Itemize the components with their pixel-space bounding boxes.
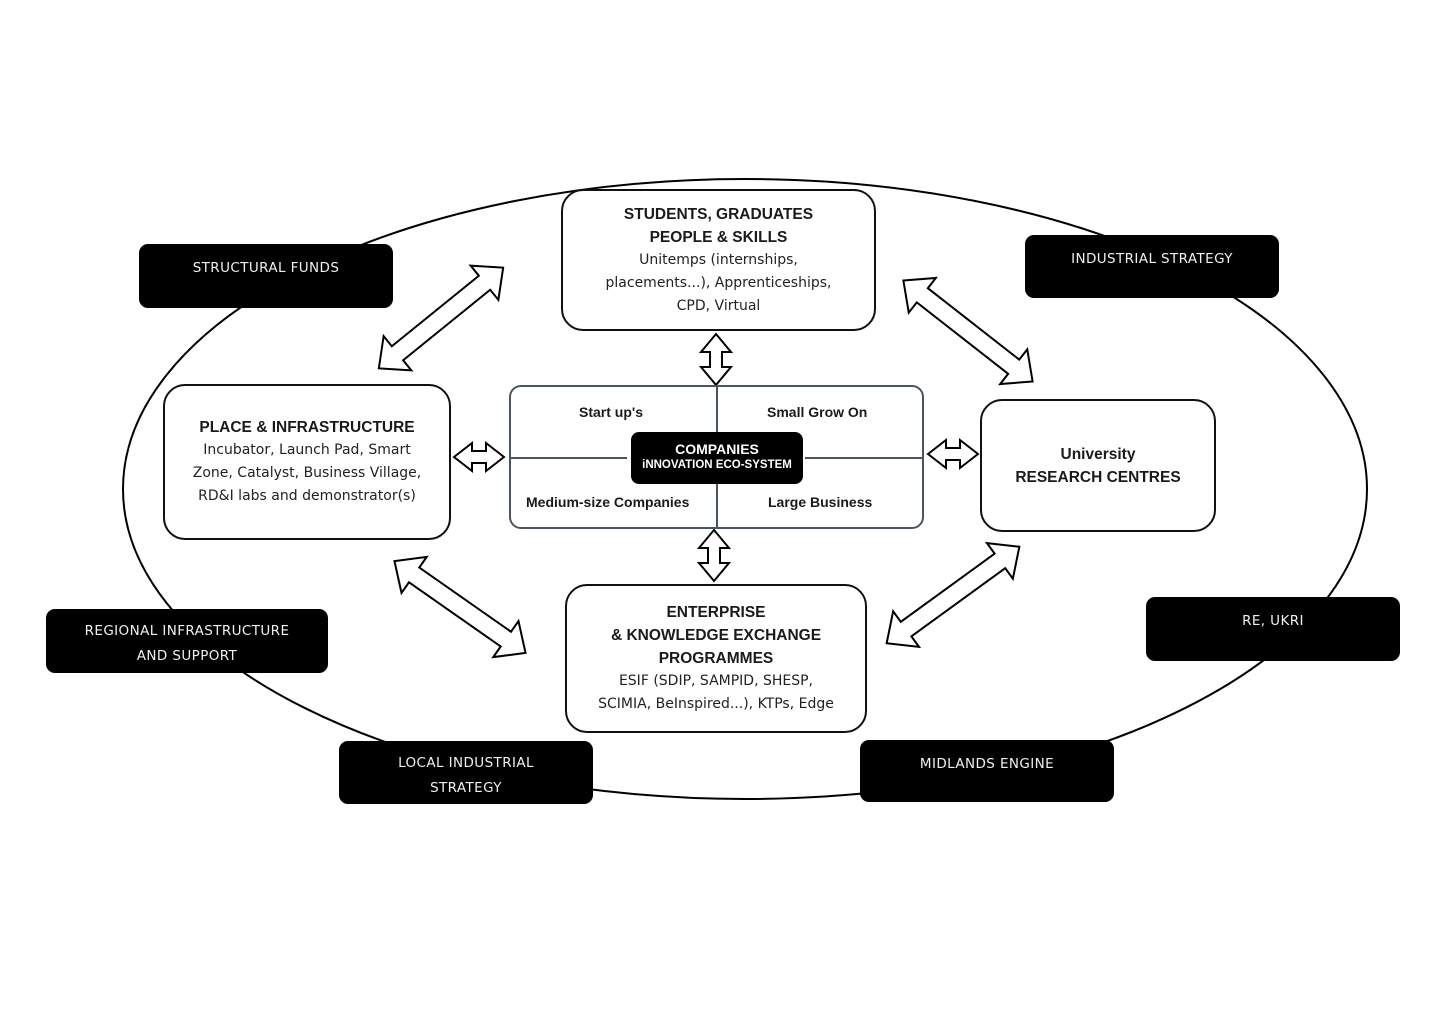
label-midlands-engine: MIDLANDS ENGINE	[860, 740, 1114, 802]
node-enterprise-title-2: & KNOWLEDGE EXCHANGE	[610, 627, 822, 644]
hub-subtitle: iNNOVATION ECO-SYSTEM	[642, 459, 792, 471]
arrow-place-enterprise	[393, 555, 527, 659]
node-place-title: PLACE & INFRASTRUCTURE	[199, 419, 415, 436]
node-research-title-1: University	[1060, 445, 1136, 463]
node-students-title-1: STUDENTS, GRADUATES	[623, 205, 814, 223]
arrow-students-hub	[698, 332, 734, 387]
hub-title: COMPANIES	[675, 441, 759, 457]
arrow-hub-research	[926, 437, 980, 471]
label-structural-funds: STRUCTURAL FUNDS	[139, 244, 393, 308]
hub-divider-right	[805, 457, 922, 459]
label-re-ukri: RE, UKRI	[1146, 597, 1400, 661]
node-students: STUDENTS, GRADUATES PEOPLE & SKILLS Unit…	[561, 189, 876, 331]
arrow-students-research	[902, 276, 1034, 386]
arrow-hub-enterprise	[696, 528, 732, 583]
node-enterprise-body: ESIF (SDIP, SAMPID, SHESP, SCIMIA, BeIns…	[598, 673, 834, 712]
node-enterprise: ENTERPRISE & KNOWLEDGE EXCHANGE PROGRAMM…	[565, 584, 867, 733]
label-regional-infrastructure: REGIONAL INFRASTRUCTURE AND SUPPORT	[46, 609, 328, 673]
outer-ellipse	[122, 178, 1368, 800]
label-local-industrial-strategy: LOCAL INDUSTRIAL STRATEGY	[339, 741, 593, 804]
node-students-title-2: PEOPLE & SKILLS	[649, 228, 788, 246]
node-research: University RESEARCH CENTRES	[980, 399, 1216, 532]
node-students-body: Unitemps (internships, placements...), A…	[605, 251, 832, 314]
node-research-title-2: RESEARCH CENTRES	[1015, 468, 1181, 486]
node-enterprise-title-3: PROGRAMMES	[658, 650, 774, 667]
node-place-body: Incubator, Launch Pad, Smart Zone, Catal…	[192, 442, 422, 504]
hub-quadrant-large: Large Business	[768, 494, 873, 510]
hub-companies: Start up's Small Grow On Medium-size Com…	[509, 385, 924, 529]
hub-quadrant-startups: Start up's	[579, 404, 644, 420]
arrow-place-students	[377, 264, 505, 372]
hub-center-label: COMPANIES iNNOVATION ECO-SYSTEM	[631, 432, 803, 484]
node-place: PLACE & INFRASTRUCTURE Incubator, Launch…	[163, 384, 451, 540]
node-enterprise-title-1: ENTERPRISE	[666, 604, 766, 621]
hub-quadrant-medium: Medium-size Companies	[526, 494, 690, 510]
label-industrial-strategy: INDUSTRIAL STRATEGY	[1025, 235, 1279, 298]
arrow-enterprise-research	[885, 541, 1021, 649]
arrow-place-hub	[452, 440, 506, 474]
hub-quadrant-small-grow-on: Small Grow On	[767, 404, 868, 420]
hub-divider-left	[511, 457, 627, 459]
